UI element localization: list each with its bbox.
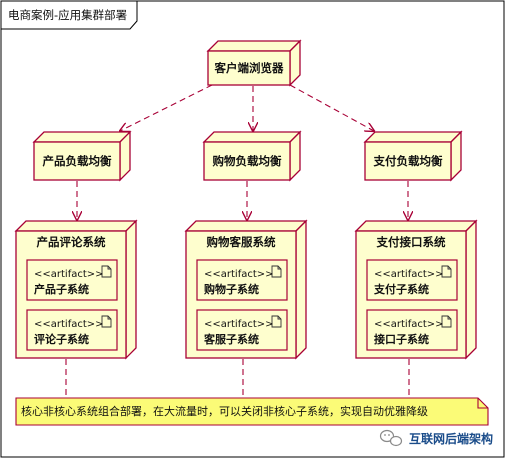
system-node-payment-interface: 支付接口系统 <<artifact>> 支付子系统 <<artifact>> 接… — [354, 219, 478, 360]
artifact-box: <<artifact>> 支付子系统 — [366, 259, 458, 301]
watermark: 互联网后端架构 — [379, 429, 493, 447]
artifact-name: 购物子系统 — [204, 282, 259, 296]
artifact-stereotype: <<artifact>> — [374, 269, 444, 280]
artifact-stereotype: <<artifact>> — [374, 319, 444, 330]
system-label: 支付接口系统 — [376, 235, 446, 249]
artifact-name: 评论子系统 — [34, 332, 89, 346]
artifact-name: 客服子系统 — [203, 332, 259, 346]
artifact-box: <<artifact>> 产品子系统 — [26, 259, 118, 301]
arrow-browser-to-product-balancer — [120, 84, 213, 131]
balancer-label-payment: 支付负载均衡 — [373, 154, 443, 168]
artifact-stereotype: <<artifact>> — [34, 319, 104, 330]
artifact-document-icon — [101, 265, 112, 278]
balancer-label-product: 产品负载均衡 — [43, 154, 112, 168]
artifact-stereotype: <<artifact>> — [204, 319, 274, 330]
browser-node: 客户端浏览器 — [206, 39, 302, 87]
artifact-name: 支付子系统 — [373, 282, 429, 296]
balancer-node-product: 产品负载均衡 — [32, 130, 132, 182]
artifact-document-icon — [101, 315, 112, 328]
diagram-title: 电商案例-应用集群部署 — [8, 8, 127, 22]
artifact-document-icon — [271, 265, 282, 278]
system-node-product-review: 产品评论系统 <<artifact>> 产品子系统 <<artifact>> 评… — [14, 219, 138, 360]
artifact-document-icon — [271, 315, 282, 328]
artifact-document-icon — [441, 265, 452, 278]
artifact-box: <<artifact>> 客服子系统 — [196, 309, 288, 351]
artifact-box: <<artifact>> 接口子系统 — [366, 309, 458, 351]
system-node-shopping-service: 购物客服系统 <<artifact>> 购物子系统 <<artifact>> 客… — [184, 219, 308, 360]
note-text: 核心非核心系统组合部署，在大流量时，可以关闭非核心子系统，实现自动优雅降级 — [21, 404, 428, 418]
artifact-document-icon — [441, 315, 452, 328]
artifact-box: <<artifact>> 评论子系统 — [26, 309, 118, 351]
browser-label: 客户端浏览器 — [214, 61, 284, 75]
system-label: 购物客服系统 — [207, 235, 276, 249]
connectors — [65, 84, 409, 398]
artifact-box: <<artifact>> 购物子系统 — [196, 259, 288, 301]
artifact-stereotype: <<artifact>> — [34, 269, 104, 280]
watermark-text: 互联网后端架构 — [409, 431, 493, 446]
arrow-browser-to-payment-balancer — [289, 84, 374, 131]
balancer-node-shopping: 购物负载均衡 — [202, 130, 302, 182]
balancer-node-payment: 支付负载均衡 — [363, 130, 463, 182]
artifact-stereotype: <<artifact>> — [204, 269, 274, 280]
chat-bubble-icon — [379, 429, 403, 447]
system-label: 产品评论系统 — [37, 235, 106, 249]
note: 核心非核心系统组合部署，在大流量时，可以关闭非核心子系统，实现自动优雅降级 — [15, 397, 489, 426]
balancer-label-shopping: 购物负载均衡 — [213, 154, 282, 168]
artifact-name: 接口子系统 — [374, 332, 429, 346]
artifact-name: 产品子系统 — [34, 282, 89, 296]
